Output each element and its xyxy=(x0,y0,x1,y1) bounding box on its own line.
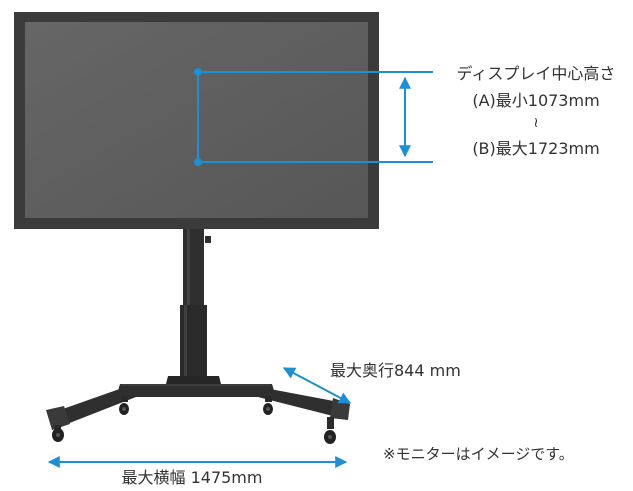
caster-stem xyxy=(265,396,272,402)
caster-front-left xyxy=(52,425,64,442)
caster-hub xyxy=(266,407,270,411)
max-width-label: 最大横幅 1475mm xyxy=(121,468,263,487)
pole-highlight xyxy=(187,229,190,379)
base-crossbar xyxy=(116,384,276,397)
max-depth-arrow xyxy=(282,367,352,404)
caster-front-right xyxy=(324,417,336,444)
display-center-height-max: (B)最大1723mm xyxy=(472,139,600,158)
base-foot-left xyxy=(46,406,70,430)
display-center-height-dimension xyxy=(194,68,433,166)
stand-base xyxy=(46,376,350,444)
caster-stem xyxy=(327,417,334,429)
max-depth-label: 最大奥行844 mm xyxy=(330,361,461,380)
caster-stem xyxy=(54,425,61,430)
display-center-height-title: ディスプレイ中心高さ xyxy=(456,64,616,83)
display-center-height-min: (A)最小1073mm xyxy=(472,91,600,110)
range-mark: ≀ xyxy=(533,115,539,131)
caster-hub xyxy=(56,433,60,437)
caster-stem xyxy=(121,396,128,402)
center-point-min xyxy=(194,158,202,166)
monitor-screen xyxy=(25,22,368,218)
height-adjust-knob xyxy=(205,236,211,243)
caster-rear-right xyxy=(263,396,273,415)
caster-rear-left xyxy=(119,396,129,415)
center-point-max xyxy=(194,68,202,76)
base-arm-left xyxy=(60,386,136,424)
caster-hub xyxy=(122,407,126,411)
pole-sleeve-highlight xyxy=(184,305,187,381)
caster-hub xyxy=(328,435,332,439)
stand-pole xyxy=(180,229,211,384)
image-note: ※モニターはイメージです。 xyxy=(383,445,574,463)
monitor xyxy=(14,12,379,229)
